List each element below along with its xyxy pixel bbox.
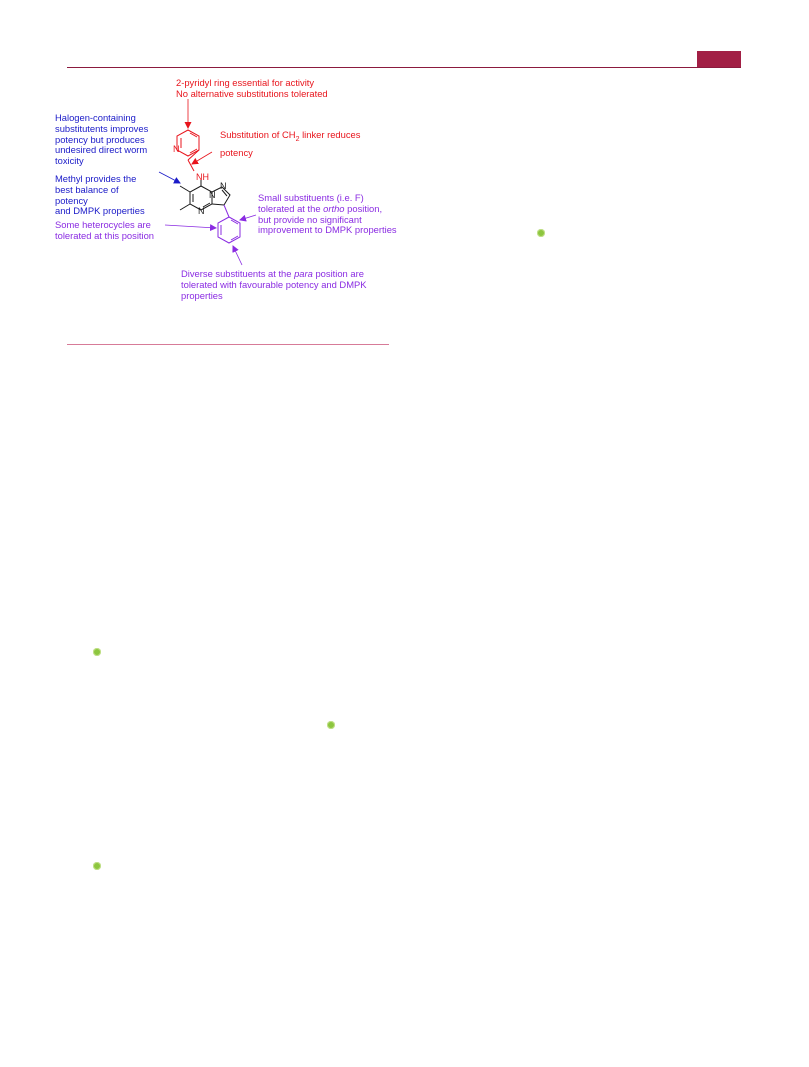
methyl-note: Methyl provides the best balance of pote… — [55, 173, 145, 217]
small-substituent-ortho: ortho — [323, 202, 345, 214]
linker-arrow — [191, 151, 213, 165]
linker-note-subscript: 2 — [295, 135, 300, 143]
para-note-line1: Diverse substituents at the para positio… — [181, 268, 367, 280]
pyridyl-note-line1: 2-pyridyl ring essential for activity — [176, 77, 315, 88]
heterocycle-arrow — [164, 224, 217, 232]
citation-marker[interactable]: marker — [93, 862, 101, 870]
small-substituent-line2-post: position, — [344, 202, 383, 214]
small-substituent-line2-pre: tolerated at the — [258, 202, 324, 214]
pyrazolopyrimidine-core — [179, 180, 231, 211]
para-note-line1-pre: Diverse substituents at the — [181, 268, 295, 279]
ring-nitrogen-top: N — [220, 181, 227, 191]
para-note-line1-post: position are — [312, 268, 364, 279]
small-substituent-line1: Small substituents (i.e. F) — [258, 192, 364, 203]
halogen-note: Halogen-containing substitutents improve… — [55, 112, 149, 167]
small-substituent-line4: improvement to DMPK properties — [258, 224, 397, 236]
methyl-note-line: potency — [55, 194, 88, 206]
methyl-note-line: best balance of — [55, 183, 119, 195]
ring-nitrogen-mid: N — [209, 190, 216, 200]
halogen-note-line: Halogen-containing — [55, 112, 136, 123]
amine-nh: NH — [196, 172, 209, 182]
citation-marker[interactable]: marker — [93, 648, 101, 656]
halogen-note-line: potency but produces — [55, 133, 145, 145]
methyl-arrow — [158, 171, 181, 184]
heterocycle-note: Some heterocycles are tolerated at this … — [55, 219, 155, 242]
halogen-note-line: undesired direct worm — [55, 144, 148, 156]
halogen-note-line: toxicity — [55, 155, 84, 167]
sar-structure-figure: N NH N N N — [158, 99, 257, 266]
linker-note-suffix: linker reduces — [299, 129, 361, 140]
halogen-note-line: substitutents improves — [55, 122, 149, 134]
ortho-arrow — [239, 214, 257, 222]
pyridyl-note-line2: No alternative substitutions tolerated — [176, 87, 328, 99]
citation-marker[interactable]: marker — [327, 721, 335, 729]
linker-note-prefix: Substitution of CH — [220, 129, 296, 140]
para-note-line2: tolerated with favourable potency and DM… — [181, 278, 367, 290]
para-note-line3: properties — [181, 289, 223, 301]
para-note: Diverse substituents at the para positio… — [181, 268, 367, 301]
pyridyl-note: 2-pyridyl ring essential for activity No… — [176, 77, 328, 100]
small-substituent-note: Small substituents (i.e. F) tolerated at… — [258, 192, 397, 236]
linker-note: Substitution of CH2 linker reduces poten… — [220, 129, 361, 158]
linker-note-line2: potency — [220, 146, 253, 158]
pyridine-ring — [176, 129, 200, 172]
small-substituent-line3: but provide no significant — [258, 213, 362, 225]
header-rule — [67, 67, 741, 68]
pyridine-nitrogen: N — [173, 144, 180, 154]
methyl-note-line: Methyl provides the — [55, 173, 137, 184]
linker-note-line1: Substitution of CH2 linker reduces — [220, 129, 361, 146]
ring-nitrogen-bottom: N — [198, 206, 205, 216]
para-arrow — [232, 245, 243, 266]
header-tab — [697, 51, 741, 67]
small-substituent-line2: tolerated at the ortho position, — [258, 202, 397, 215]
para-note-para: para — [294, 268, 313, 279]
heterocycle-note-line: tolerated at this position — [55, 229, 155, 241]
heterocycle-note-line: Some heterocycles are — [55, 219, 151, 230]
phenyl-ring — [217, 204, 241, 244]
citation-marker[interactable]: marker — [537, 229, 545, 237]
figure-bottom-rule — [67, 344, 389, 345]
methyl-note-line: and DMPK properties — [55, 205, 145, 217]
